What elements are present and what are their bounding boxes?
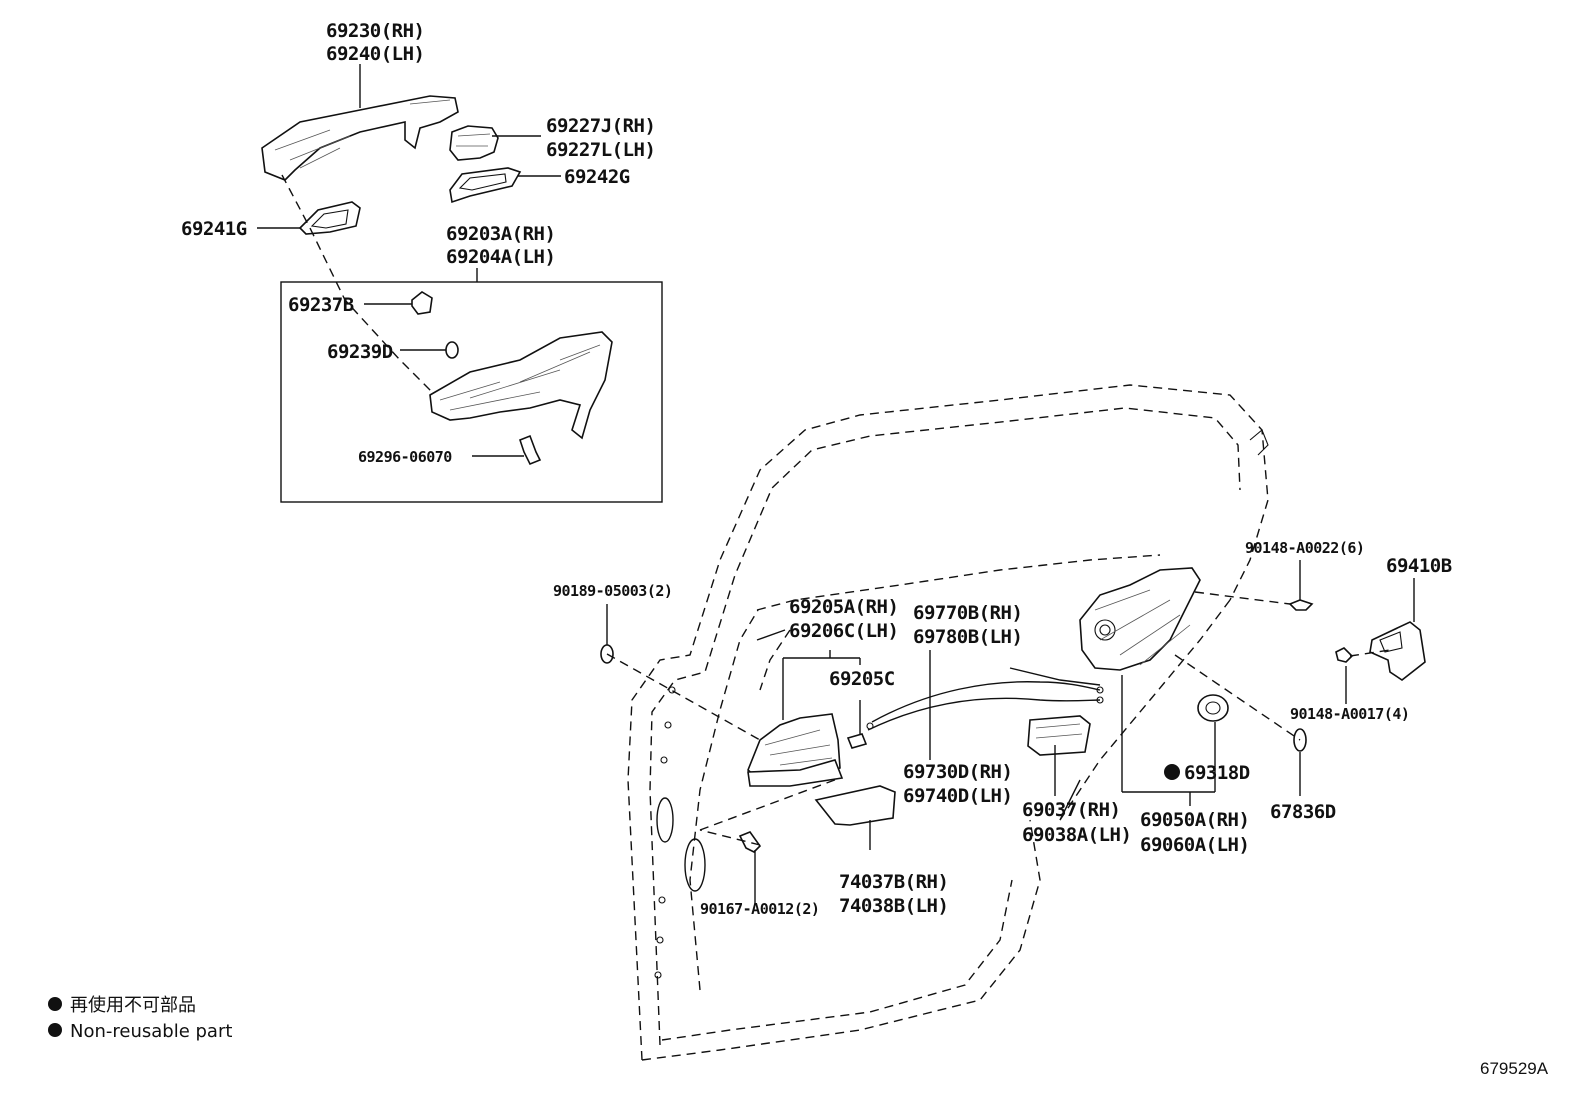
legend-en: Non-reusable part (70, 1021, 232, 1042)
callout-69038A: 69038A(LH) (1022, 824, 1131, 846)
callout-74038B: 74038B(LH) (839, 895, 948, 917)
diagram-reference-number: 679529A (1480, 1059, 1549, 1078)
callout-69037: 69037(RH) (1022, 799, 1120, 821)
callout-90148-a0017: 90148-A0017(4) (1290, 705, 1409, 723)
key-cylinder-cap-part (449, 125, 499, 161)
callout-69780B: 69780B(LH) (913, 626, 1022, 648)
callout-69203A: 69203A(RH) (446, 223, 555, 245)
inside-handle-part (747, 713, 844, 787)
legend: 再使用不可部品 Non-reusable part (48, 995, 232, 1042)
callout-90167: 90167-A0012(2) (700, 900, 819, 918)
handle-frame-part (429, 331, 613, 440)
plug-part (411, 291, 433, 315)
callout-69318D: 69318D (1184, 762, 1250, 784)
legend-dot-icon (48, 1023, 62, 1037)
callout-90148-a0022: 90148-A0022(6) (1245, 539, 1364, 557)
callout-69050A: 69050A(RH) (1140, 809, 1249, 831)
callout-69296: 69296-06070 (358, 448, 452, 466)
door-outline (627, 384, 1269, 1061)
lock-seal-part (1197, 694, 1229, 722)
callout-labels: 69230(RH) 69240(LH) 69227J(RH) 69227L(LH… (181, 20, 1452, 918)
bolt-part (519, 434, 542, 466)
callout-69241G: 69241G (181, 218, 247, 240)
non-reusable-dot-icon (1164, 764, 1180, 780)
legend-jp: 再使用不可部品 (70, 995, 196, 1016)
callout-74037B: 74037B(RH) (839, 871, 948, 893)
callout-69740D: 69740D(LH) (903, 785, 1012, 807)
callout-69730D: 69730D(RH) (903, 761, 1012, 783)
callout-69240: 69240(LH) (326, 43, 424, 65)
callout-69205A: 69205A(RH) (789, 596, 898, 618)
door-holes (654, 686, 706, 979)
callout-67836D: 67836D (1270, 801, 1336, 823)
callout-69410B: 69410B (1386, 555, 1452, 577)
lock-control-part (1027, 715, 1091, 756)
striker-screw-part (1288, 599, 1354, 663)
callout-69227J: 69227J(RH) (546, 115, 655, 137)
callout-69237B: 69237B (288, 294, 354, 316)
callout-69770B: 69770B(RH) (913, 602, 1022, 624)
striker-part (1369, 621, 1426, 681)
leader-lines (257, 64, 1415, 905)
callout-69227L: 69227L(LH) (546, 139, 655, 161)
callout-69060A: 69060A(LH) (1140, 834, 1249, 856)
cable-part (866, 667, 1104, 731)
handle-pad-rear-part (449, 167, 522, 204)
callout-69230: 69230(RH) (326, 20, 424, 42)
armrest-pad-part (814, 785, 896, 826)
outside-handle-part (261, 95, 459, 181)
alignment-lines (606, 591, 1391, 846)
door-lock-part (1079, 567, 1201, 671)
handle-frame-box (280, 281, 663, 503)
handle-pad-front-part (298, 201, 361, 235)
legend-dot-icon (48, 997, 62, 1011)
callout-69205C: 69205C (829, 668, 895, 690)
callout-69204A: 69204A(LH) (446, 246, 555, 268)
pad-small-part (445, 341, 459, 359)
callout-90189: 90189-05003(2) (553, 582, 672, 600)
callout-69239D: 69239D (327, 341, 393, 363)
callout-69206C: 69206C(LH) (789, 620, 898, 642)
inside-handle-bezel-part (846, 733, 868, 749)
handle-alignment-line (281, 174, 441, 401)
callout-69242G: 69242G (564, 166, 630, 188)
screw-part (738, 831, 762, 853)
